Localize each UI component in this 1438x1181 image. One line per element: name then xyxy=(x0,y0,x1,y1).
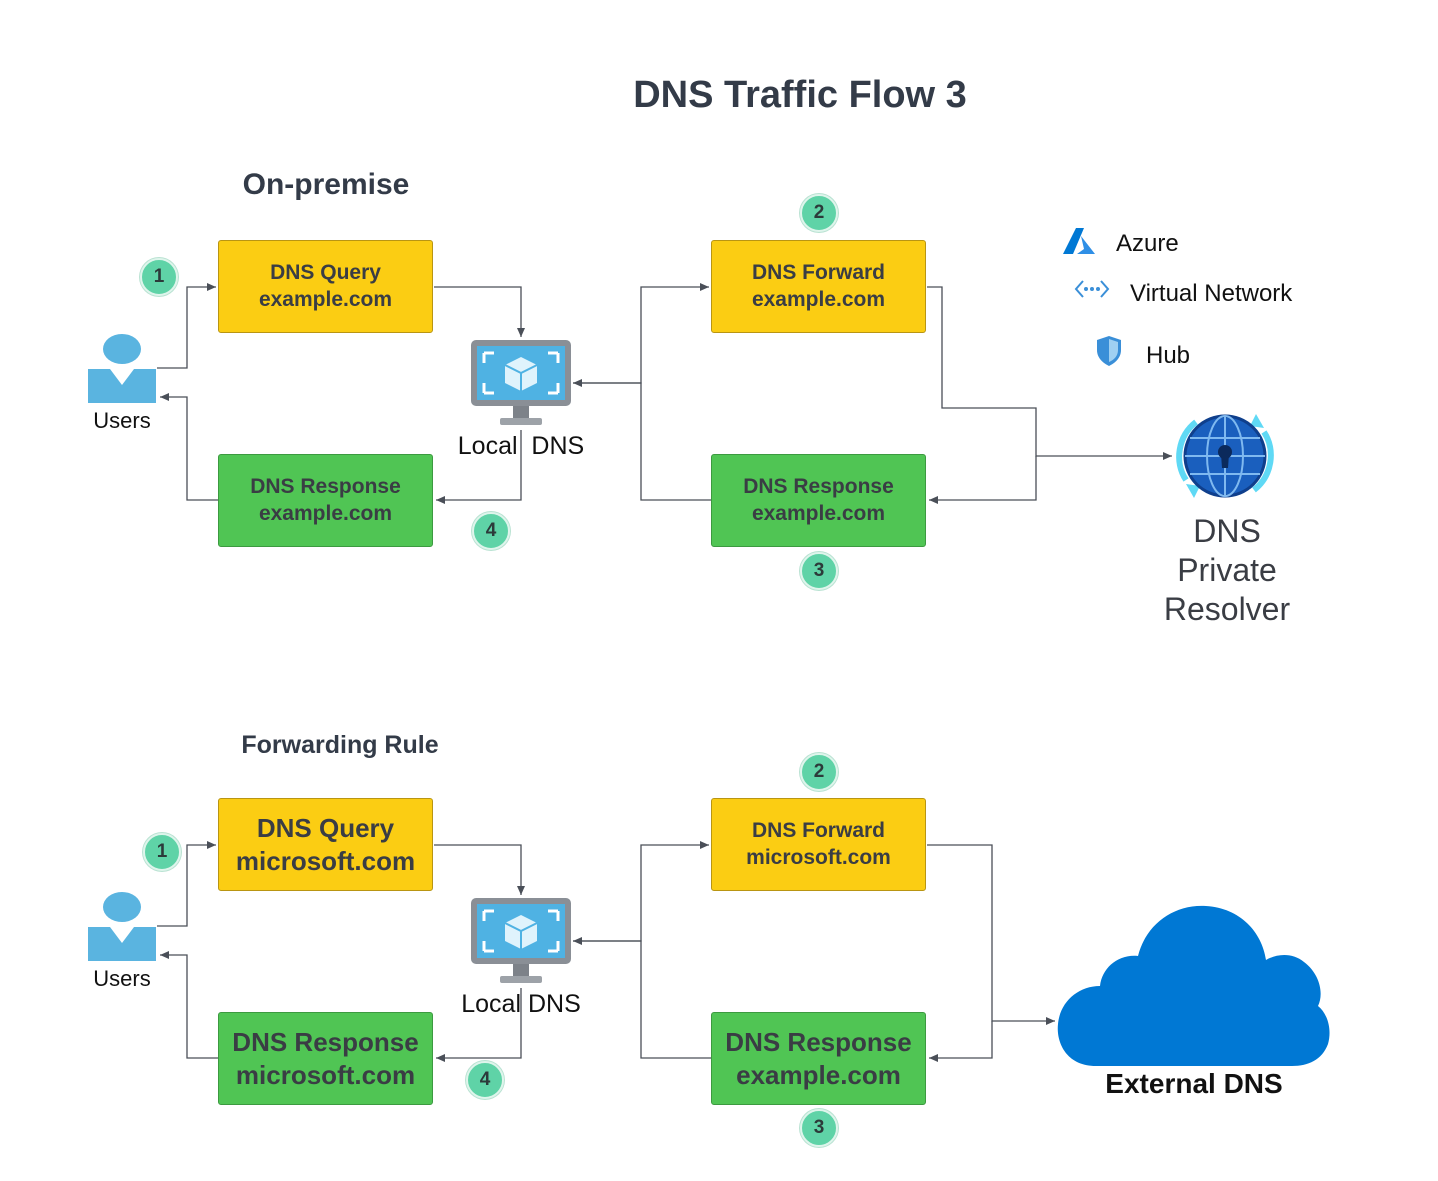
dns-query-domain-bottom: microsoft.com xyxy=(235,845,416,876)
arrow-response-to-localdns-top xyxy=(573,379,711,501)
local-dns-monitor-icon xyxy=(470,339,572,429)
dns-forward-domain: example.com xyxy=(751,287,886,311)
dns-response-label: DNS Response xyxy=(250,475,401,499)
arrow-query-to-localdns-top xyxy=(434,286,525,337)
local-dns-monitor-icon-bottom xyxy=(470,897,572,987)
arrow-response-to-users-bottom xyxy=(160,951,218,1059)
dns-private-resolver-label: DNS Private Resolver xyxy=(1086,512,1368,629)
arrow-resolver-to-response xyxy=(929,456,1037,504)
step-badge-1: 1 xyxy=(140,258,178,296)
users-label: Users xyxy=(93,408,151,433)
dns-query-box-bottom: DNS Query microsoft.com xyxy=(218,798,433,891)
section-title-on-premise: On-premise xyxy=(242,168,410,201)
step-badge-2: 2 xyxy=(800,194,838,232)
azure-logo-icon xyxy=(1062,227,1096,255)
local-dns-label-bottom: Local DNS xyxy=(461,990,581,1018)
dns-response-domain-bottom: microsoft.com xyxy=(235,1059,416,1090)
arrow-forward-to-external xyxy=(927,844,1055,1025)
dns-forward-box-bottom: DNS Forward microsoft.com xyxy=(711,798,926,891)
users-label-bottom: Users xyxy=(93,966,151,991)
resolver-label-line2: Private xyxy=(1177,552,1277,588)
arrow-localdns-to-response-top xyxy=(436,430,522,504)
dns-response-box-bottom: DNS Response microsoft.com xyxy=(218,1012,433,1105)
dns-external-response-box: DNS Response example.com xyxy=(711,1012,926,1105)
dns-forward-box: DNS Forward example.com xyxy=(711,240,926,333)
dns-response-box: DNS Response example.com xyxy=(218,454,433,547)
step-badge-3: 3 xyxy=(800,552,838,590)
dns-query-label: DNS Query xyxy=(270,261,381,285)
step-badge-4-bottom: 4 xyxy=(466,1061,504,1099)
step-badge-2-bottom: 2 xyxy=(800,753,838,791)
step-badge-3-bottom: 3 xyxy=(800,1109,838,1147)
dns-forward-label: DNS Forward xyxy=(751,261,885,285)
virtual-network-label: Virtual Network xyxy=(1130,280,1293,307)
arrow-response-to-localdns-bottom xyxy=(573,937,711,1059)
arrow-external-to-response xyxy=(929,1021,993,1062)
dns-query-box: DNS Query example.com xyxy=(218,240,433,333)
arrow-users-to-query-top xyxy=(157,283,216,369)
arrow-query-to-localdns-bottom xyxy=(434,844,525,895)
azure-label: Azure xyxy=(1116,230,1179,257)
users-icon xyxy=(86,333,158,405)
arrow-forward-to-resolver xyxy=(927,286,1172,460)
arrow-localdns-to-response-bottom xyxy=(436,988,522,1062)
arrow-users-to-query-bottom xyxy=(157,841,216,927)
external-dns-cloud-icon xyxy=(1056,902,1331,1068)
dns-query-domain: example.com xyxy=(258,287,393,311)
dns-external-response-label: DNS Response xyxy=(725,1027,912,1057)
virtual-network-icon xyxy=(1074,278,1110,300)
dns-response-label-bottom: DNS Response xyxy=(232,1027,419,1057)
dns-private-resolver-icon xyxy=(1172,410,1278,502)
arrow-localdns-to-forward-top xyxy=(573,283,709,384)
dns-forward-domain-bottom: microsoft.com xyxy=(746,845,891,869)
dns-resolver-response-box: DNS Response example.com xyxy=(711,454,926,547)
dns-resolver-response-domain: example.com xyxy=(751,501,886,525)
dns-response-domain: example.com xyxy=(258,501,393,525)
hub-label: Hub xyxy=(1146,342,1191,369)
dns-resolver-response-label: DNS Response xyxy=(743,475,894,499)
local-dns-label: Local DNS xyxy=(457,432,585,460)
dns-query-label-bottom: DNS Query xyxy=(256,813,395,843)
arrow-localdns-to-forward-bottom xyxy=(573,841,709,942)
dns-forward-label-bottom: DNS Forward xyxy=(751,819,885,843)
section-title-forwarding-rule: Forwarding Rule xyxy=(241,731,439,759)
step-badge-1-bottom: 1 xyxy=(143,833,181,871)
resolver-label-line3: Resolver xyxy=(1163,591,1291,627)
external-dns-label: External DNS xyxy=(1105,1068,1283,1099)
shield-icon xyxy=(1096,335,1122,367)
users-icon-bottom xyxy=(86,891,158,963)
dns-external-response-domain: example.com xyxy=(736,1059,901,1090)
arrow-response-to-users-top xyxy=(160,393,218,501)
page-title: DNS Traffic Flow 3 xyxy=(633,74,967,116)
step-badge-4: 4 xyxy=(472,512,510,550)
resolver-label-line1: DNS xyxy=(1193,513,1261,549)
